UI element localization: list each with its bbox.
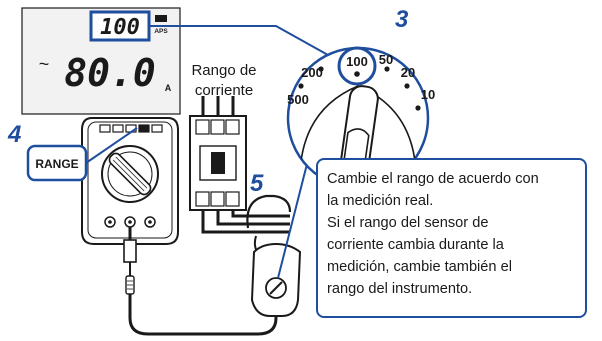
reading-unit: A (165, 83, 172, 93)
instruction-note: Cambie el rango de acuerdo con la medici… (316, 158, 587, 318)
leader-line-range (85, 127, 138, 164)
note-line-5: medición, cambie también el (327, 259, 512, 275)
range-value-box (89, 10, 151, 42)
meter-key-2 (112, 124, 124, 133)
meter-key-range (138, 124, 150, 133)
dial-tick-10: 10 (421, 87, 435, 102)
step-4-number: 4 (7, 121, 21, 148)
note-line-3: Si el rango del sensor de (327, 215, 489, 231)
clamp-sensor (246, 194, 302, 317)
dial-tick-20: 20 (401, 65, 415, 80)
battery-icon (155, 15, 167, 22)
leader-line-clamp (277, 163, 308, 279)
dial-tick-500: 500 (287, 92, 309, 107)
aps-tag: APS (154, 28, 168, 35)
step-3-number: 3 (395, 6, 409, 33)
note-line-1: Cambie el rango de acuerdo con (327, 171, 539, 187)
circuit-breaker (189, 96, 290, 234)
meter-key-1 (99, 124, 111, 133)
range-button-callout (26, 144, 88, 182)
meter-display-panel: 100 APS ~ 80.0 A (21, 7, 181, 115)
selected-range-marker (337, 46, 377, 86)
note-line-2: la medición real. (327, 193, 434, 209)
cable-plug (123, 227, 278, 336)
meter-key-5 (151, 124, 163, 133)
range-value: 100 (100, 15, 140, 40)
sensor-cable (128, 294, 278, 336)
reading-value: 80.0 (64, 51, 156, 95)
current-range-label-line2: corriente (195, 82, 253, 99)
current-range-label-line1: Rango de (191, 62, 256, 79)
rotary-knob (108, 152, 152, 196)
multimeter (81, 117, 179, 245)
note-line-6: rango del instrumento. (327, 281, 473, 297)
ac-symbol: ~ (39, 54, 50, 74)
dial-tick-50: 50 (379, 52, 393, 67)
clamp-jaw (246, 194, 292, 229)
dial-tick-100: 100 (346, 54, 368, 69)
leader-line-dial (149, 25, 338, 61)
dial-tick-200: 200 (301, 65, 323, 80)
step-5-number: 5 (250, 170, 264, 197)
note-line-4: corriente cambia durante la (327, 237, 504, 253)
range-button-label: RANGE (35, 157, 78, 171)
magnified-range-dial: 500 200 100 50 20 10 (286, 46, 435, 190)
